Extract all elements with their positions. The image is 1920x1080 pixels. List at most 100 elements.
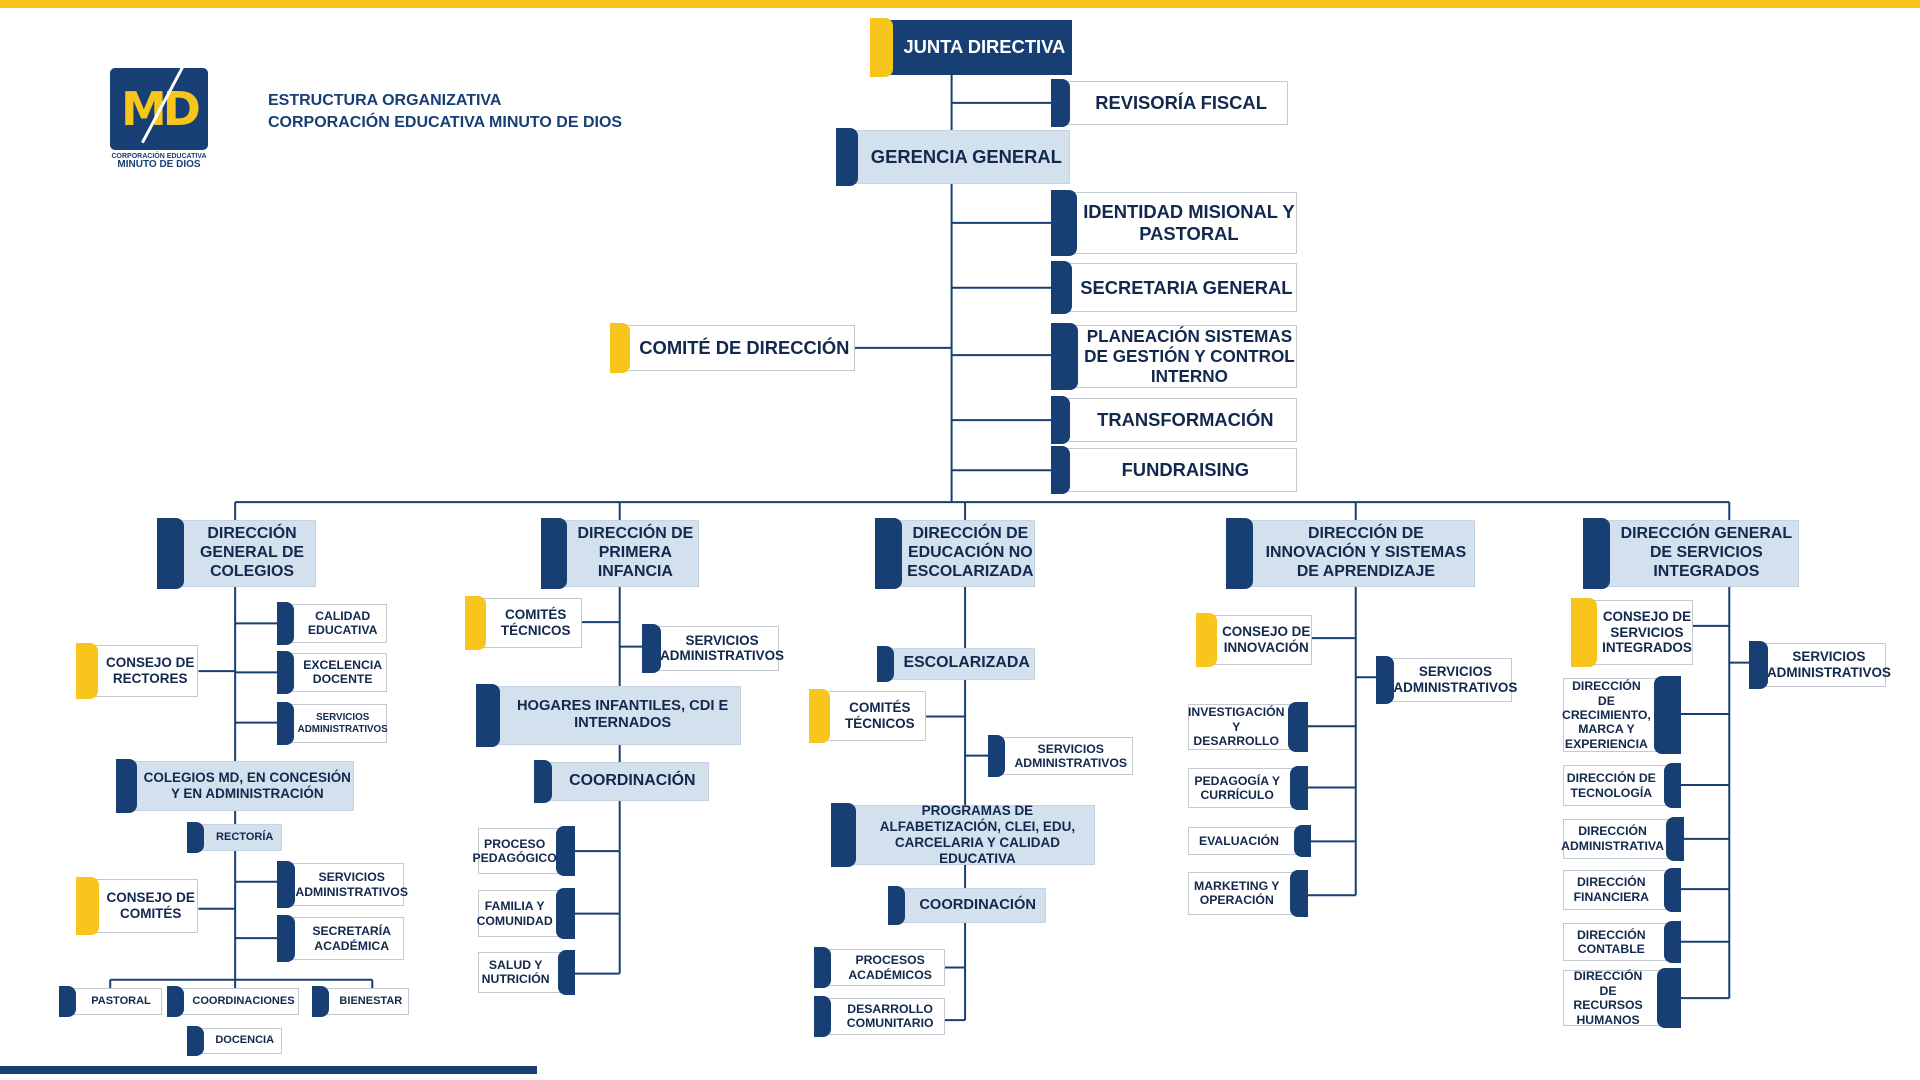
org-node-label: FUNDRAISING	[1121, 459, 1250, 481]
org-node-secretaria-acad: SECRETARÍA ACADÉMICA	[279, 917, 405, 961]
org-node-label: COORDINACIÓN	[569, 771, 696, 789]
org-node-label: COORDINACIONES	[192, 995, 295, 1008]
org-node-dir-no-esc: DIRECCIÓN DE EDUCACIÓN NO ESCOLARIZADA	[876, 520, 1035, 587]
org-node-tab	[555, 888, 576, 939]
org-node-tab	[557, 949, 576, 996]
org-node-label: COMITÉS TÉCNICOS	[845, 699, 915, 731]
logo-caption: CORPORACIÓN EDUCATIVA MINUTO DE DIOS	[100, 153, 218, 171]
org-node-escolarizada: ESCOLARIZADA	[879, 647, 1035, 680]
org-node-tab	[1749, 640, 1768, 690]
org-node-tab	[1051, 261, 1072, 315]
corporation-logo: MD	[110, 62, 208, 150]
org-node-financiera: DIRECCIÓN FINANCIERA	[1562, 869, 1680, 910]
org-node-tab	[1375, 655, 1395, 704]
org-node-tab	[1582, 518, 1610, 589]
org-node-tecnologia: DIRECCIÓN DE TECNOLOGÍA	[1562, 765, 1680, 806]
org-node-contable: DIRECCIÓN CONTABLE	[1562, 923, 1680, 962]
org-node-tab	[1051, 190, 1077, 256]
org-node-tab	[277, 650, 295, 694]
org-node-label: DIRECCIÓN DE CRECIMIENTO, MARCA Y EXPERI…	[1562, 679, 1651, 751]
org-node-label: DIRECCIÓN FINANCIERA	[1573, 875, 1650, 904]
org-node-label: DESARROLLO COMUNITARIO	[846, 1002, 934, 1031]
org-node-dir-colegios: DIRECCIÓN GENERAL DE COLEGIOS	[159, 520, 316, 587]
org-node-excelencia: EXCELENCIA DOCENTE	[279, 652, 387, 692]
org-node-salud: SALUD Y NUTRICIÓN	[477, 951, 574, 994]
org-node-label: DIRECCIÓN DE INNOVACIÓN Y SISTEMAS DE AP…	[1265, 525, 1467, 580]
org-node-label: IDENTIDAD MISIONAL Y PASTORAL	[1083, 201, 1295, 244]
org-node-tab	[830, 802, 856, 867]
org-node-docencia: DOCENCIA	[188, 1027, 282, 1055]
org-node-label: PASTORAL	[91, 995, 151, 1008]
org-node-label: SERVICIOS ADMINISTRATIVOS	[295, 870, 408, 899]
org-node-label: SERVICIOS ADMINISTRATIVOS	[1014, 741, 1128, 771]
org-node-label: COMITÉ DE DIRECCIÓN	[639, 336, 850, 358]
org-node-bienestar: BIENESTAR	[313, 988, 410, 1016]
org-node-serv-adm-si: SERVICIOS ADMINISTRATIVOS	[1751, 642, 1891, 688]
org-node-comites-tec-pi: COMITÉS TÉCNICOS	[466, 597, 582, 648]
org-node-procesos-acad: PROCESOS ACADÉMICOS	[815, 949, 946, 986]
org-node-label: COLEGIOS MD, EN CONCESIÓN Y EN ADMINISTR…	[143, 769, 351, 801]
org-node-label: PLANEACIÓN SISTEMAS DE GESTIÓN Y CONTROL…	[1084, 326, 1295, 387]
org-node-label: EVALUACIÓN	[1199, 833, 1279, 848]
org-node-label: DIRECCIÓN GENERAL DE COLEGIOS	[200, 525, 305, 580]
org-node-label: RECTORÍA	[216, 831, 274, 844]
org-node-tab	[76, 643, 98, 699]
org-node-pastoral: PASTORAL	[61, 988, 162, 1016]
org-node-tab	[1226, 518, 1254, 589]
org-node-label: JUNTA DIRECTIVA	[903, 36, 1066, 58]
org-node-tab	[186, 1025, 204, 1057]
org-node-label: CONSEJO DE RECTORES	[106, 655, 195, 687]
org-node-identidad: IDENTIDAD MISIONAL Y PASTORAL	[1053, 192, 1297, 254]
org-node-label: PROCESO PEDAGÓGICO	[472, 836, 557, 866]
org-node-dir-primera: DIRECCIÓN DE PRIMERA INFANCIA	[542, 520, 700, 587]
org-node-tab	[59, 986, 77, 1018]
org-node-label: DIRECCIÓN CONTABLE	[1576, 927, 1646, 957]
org-node-calidad: CALIDAD EDUCATIVA	[279, 603, 387, 643]
org-node-tab	[808, 688, 830, 743]
chart-title-line2: CORPORACIÓN EDUCATIVA MINUTO DE DIOS	[268, 114, 623, 131]
org-node-tab	[464, 595, 486, 650]
org-node-tab	[534, 759, 552, 803]
org-node-dir-innovacion: DIRECCIÓN DE INNOVACIÓN Y SISTEMAS DE AP…	[1228, 520, 1475, 587]
org-node-hogares: HOGARES INFANTILES, CDI E INTERNADOS	[477, 685, 741, 745]
org-node-tab	[277, 915, 296, 963]
org-node-colegios-md: COLEGIOS MD, EN CONCESIÓN Y EN ADMINISTR…	[117, 760, 354, 811]
org-node-label: CONSEJO DE COMITÉS	[106, 890, 195, 922]
org-node-tab	[1290, 765, 1308, 811]
org-node-planeacion: PLANEACIÓN SISTEMAS DE GESTIÓN Y CONTROL…	[1053, 324, 1297, 389]
org-node-coord-pi: COORDINACIÓN	[536, 761, 710, 801]
org-node-desarrollo-com: DESARROLLO COMUNITARIO	[815, 998, 946, 1035]
org-node-familia: FAMILIA Y COMUNIDAD	[477, 890, 574, 937]
org-node-serv-adm-col: SERVICIOS ADMINISTRATIVOS	[279, 704, 388, 744]
org-node-pedagogia: PEDAGOGÍA Y CURRÍCULO	[1187, 767, 1306, 809]
org-node-tab	[186, 822, 204, 854]
org-node-tab	[1570, 598, 1598, 667]
org-node-label: SERVICIOS ADMINISTRATIVOS	[660, 632, 785, 664]
org-node-tab	[157, 518, 185, 589]
org-node-label: MARKETING Y OPERACIÓN	[1194, 878, 1280, 908]
org-node-revisoria: REVISORÍA FISCAL	[1053, 80, 1289, 125]
org-node-secretaria: SECRETARIA GENERAL	[1053, 263, 1297, 313]
org-node-label: DIRECCIÓN DE EDUCACIÓN NO ESCOLARIZADA	[907, 525, 1034, 580]
org-node-label: SERVICIOS ADMINISTRATIVOS	[1766, 649, 1891, 680]
org-node-label: COMITÉS TÉCNICOS	[500, 606, 571, 638]
org-node-tab	[1294, 824, 1312, 857]
org-node-tab	[475, 683, 501, 747]
org-node-tab	[277, 702, 295, 746]
org-node-tab	[1051, 78, 1070, 127]
org-node-label: DIRECCIÓN ADMINISTRATIVA	[1561, 824, 1664, 853]
org-node-label: COORDINACIÓN	[919, 896, 1037, 913]
org-node-tab	[1654, 676, 1682, 754]
org-node-label: HOGARES INFANTILES, CDI E INTERNADOS	[516, 697, 729, 732]
org-node-label: SERVICIOS ADMINISTRATIVOS	[297, 712, 388, 735]
org-node-tab	[610, 322, 630, 374]
org-node-label: SECRETARIA GENERAL	[1080, 276, 1293, 298]
org-node-label: ESCOLARIZADA	[903, 654, 1030, 672]
org-node-label: PEDAGOGÍA Y CURRÍCULO	[1194, 773, 1280, 803]
org-node-comite-direccion: COMITÉ DE DIRECCIÓN	[612, 324, 855, 372]
org-node-dir-servicios: DIRECCIÓN GENERAL DE SERVICIOS INTEGRADO…	[1584, 520, 1800, 587]
org-node-coord-ne: COORDINACIÓN	[890, 887, 1046, 924]
org-node-label: DOCENCIA	[215, 1034, 275, 1047]
org-node-label: SERVICIOS ADMINISTRATIVOS	[1393, 663, 1518, 695]
